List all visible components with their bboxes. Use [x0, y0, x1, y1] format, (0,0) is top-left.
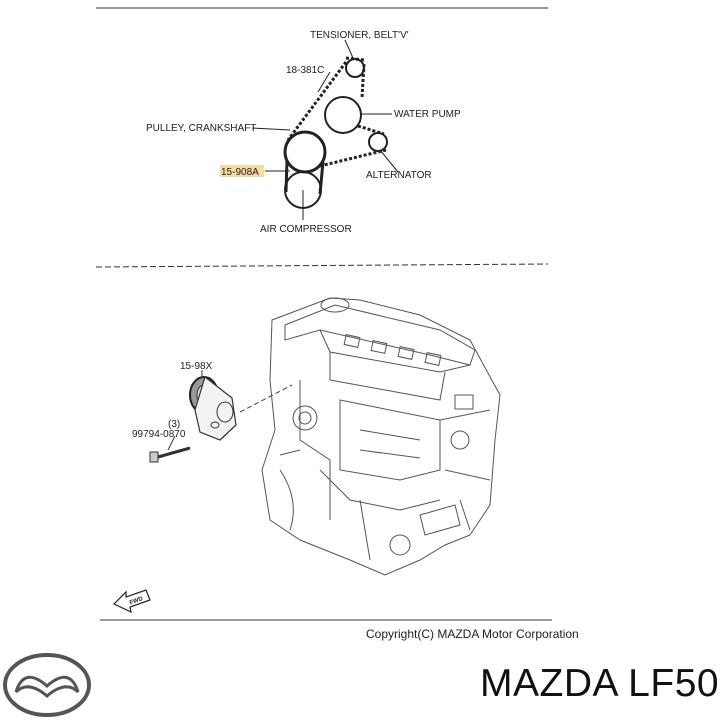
mazda-logo-icon: [3, 653, 91, 717]
ac-belt: [284, 159, 325, 195]
svg-text:FWD: FWD: [129, 596, 145, 607]
engine-assembly-drawing: [261, 297, 501, 576]
fwd-arrow-icon: FWD: [112, 589, 151, 614]
section-divider: [95, 263, 549, 268]
crankshaft-pulley-label: PULLEY, CRANKSHAFT: [146, 123, 256, 134]
tensioner-label: TENSIONER, BELT'V': [310, 30, 409, 41]
tensioner-pulley: [345, 58, 365, 78]
water-pump-pulley: [324, 96, 362, 134]
install-direction-line: [239, 384, 293, 413]
bolt-part-label: 99794-0870: [132, 429, 186, 440]
air-compressor-part: [189, 375, 237, 441]
water-pump-label: WATER PUMP: [394, 109, 461, 120]
copyright-text: Copyright(C) MAZDA Motor Corporation: [366, 627, 579, 641]
belt-ac-label: 15-908A: [221, 167, 259, 178]
part-highlight: [220, 165, 264, 177]
belt-main-label: 18-381C: [286, 65, 324, 76]
alternator-pulley: [368, 132, 388, 152]
engine-block-outline: [261, 297, 501, 576]
belt-routing-diagram: [251, 39, 399, 220]
mounting-bolt: [149, 435, 191, 463]
bolt-qty-label: (3): [168, 419, 180, 430]
brand-title: MAZDA LF50: [480, 662, 720, 705]
air-compressor-label: AIR COMPRESSOR: [260, 224, 352, 235]
alternator-label: ALTERNATOR: [366, 170, 432, 181]
compressor-part-label: 15-98X: [180, 361, 213, 372]
main-belt: [286, 56, 387, 168]
crankshaft-pulley: [283, 130, 327, 174]
